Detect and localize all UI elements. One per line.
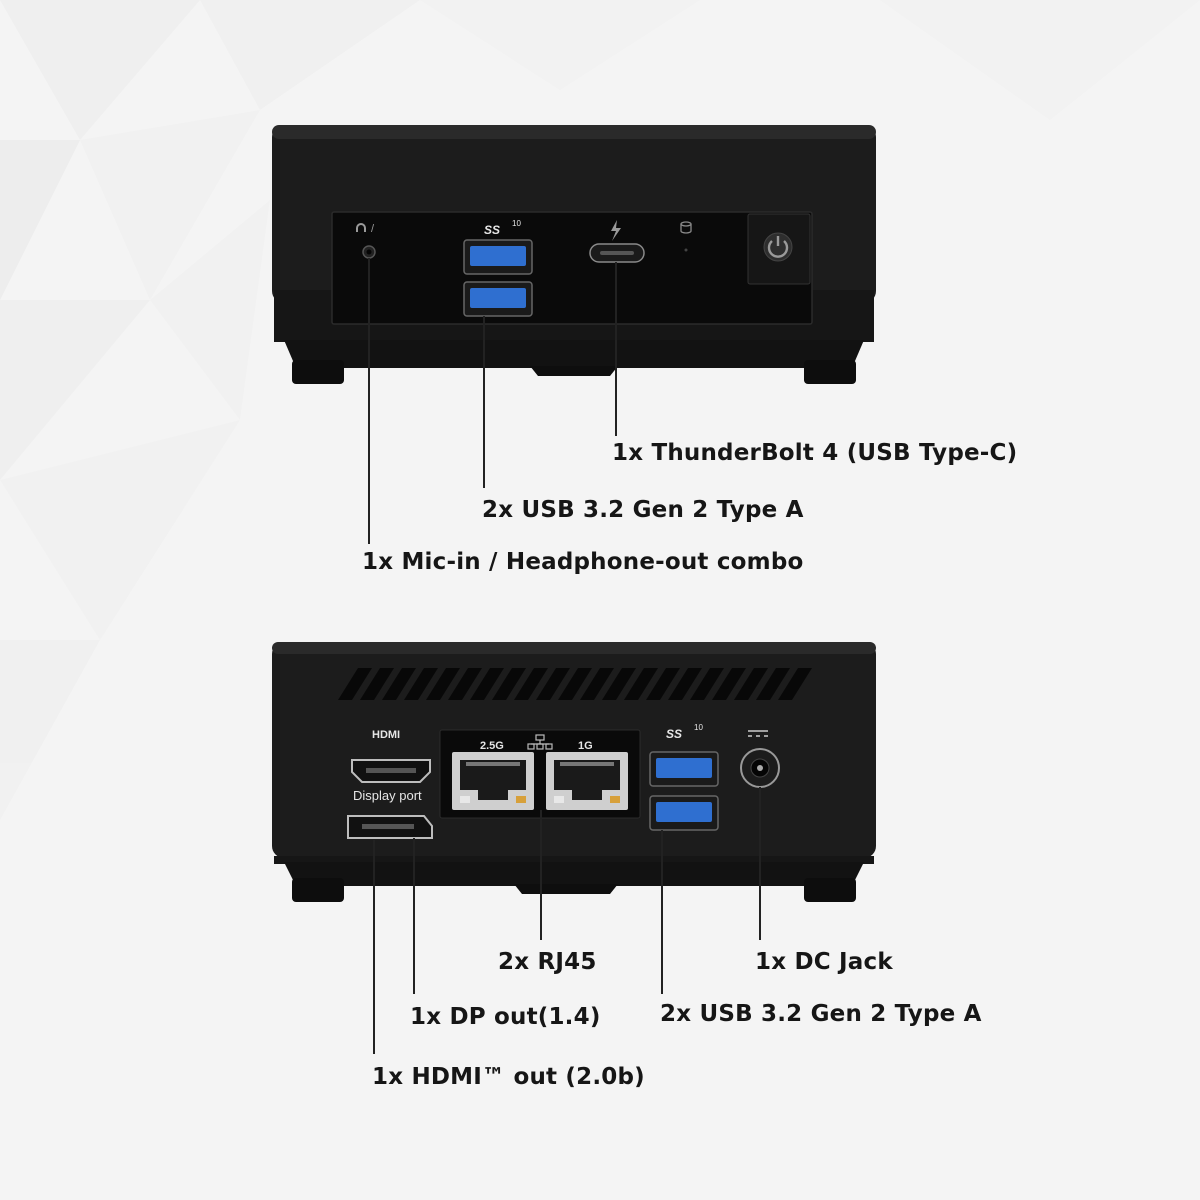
usb-ss-speed-front: 10 [512,219,521,228]
lan-1g-label: 1G [578,740,593,752]
callout-dp-out: 1x DP out(1.4) [410,1004,601,1030]
usb-ss-speed-rear: 10 [694,723,703,732]
displayport-label: Display port [353,788,422,803]
callout-hdmi-out: 1x HDMI™ out (2.0b) [372,1064,645,1090]
hdmi-port [351,759,431,783]
usb-a-port-front-1 [463,239,533,275]
usb-ss-logo-rear: SS [666,727,682,741]
dc-symbol-icon [748,730,768,737]
callout-usb-rear: 2x USB 3.2 Gen 2 Type A [660,1001,982,1027]
callout-usb-front: 2x USB 3.2 Gen 2 Type A [482,497,804,523]
usb-ss-logo-front: SS [484,223,500,237]
rear-view-device: HDMI Display port 2.5G 1G [272,642,876,902]
rear-callout-lines [373,787,761,1054]
front-callout-lines [368,258,617,544]
rj45-port-1 [452,752,534,810]
front-view-device: / SS 10 [272,125,876,384]
usb-c-port [589,243,645,263]
thunderbolt-icon [611,220,621,241]
usb-a-port-front-2 [463,281,533,317]
network-icon [527,734,553,750]
callout-rj45: 2x RJ45 [498,949,597,975]
power-button-icon [763,232,793,262]
usb-a-port-rear-2 [649,795,719,831]
storage-led-icon [680,221,692,252]
lan-25g-label: 2.5G [480,740,504,752]
callout-audio-combo: 1x Mic-in / Headphone-out combo [362,549,804,575]
hdmi-port-label: HDMI [372,729,400,741]
callout-thunderbolt: 1x ThunderBolt 4 (USB Type-C) [612,440,1018,466]
rj45-port-2 [546,752,628,810]
displayport-port [347,815,433,839]
svg-text:/: / [371,223,375,235]
background-pattern [0,0,1200,820]
usb-a-port-rear-1 [649,751,719,787]
vent-grille [338,668,812,700]
callout-dc-jack: 1x DC Jack [755,949,893,975]
dc-jack-port [740,748,780,788]
